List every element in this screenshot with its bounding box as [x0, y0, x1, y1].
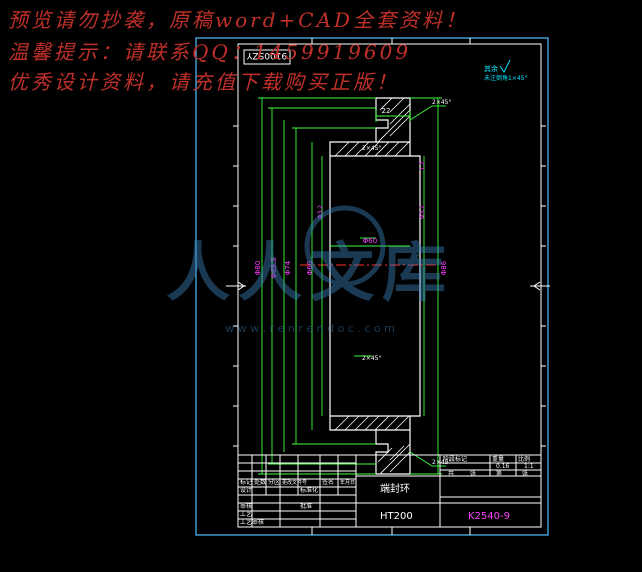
drawing-number-box: 9100SZY [246, 50, 287, 60]
material: HT200 [380, 511, 413, 522]
hatch-top [334, 97, 411, 157]
logo-ring [304, 205, 386, 287]
tb-right-label: 重量 [492, 455, 504, 463]
tb-sheet-label: 张 [470, 469, 476, 477]
tb-col-label: 标记 [240, 478, 252, 486]
part-name: 端封环 [380, 482, 410, 495]
dim-inner-b: Φ3.2 [419, 205, 426, 219]
tb-right-label: 阶段标记 [443, 455, 467, 463]
roughness-note-1: 其余 [484, 64, 498, 73]
part-outline [329, 97, 421, 475]
roughness-note-2: 未注倒角1×45° [484, 74, 527, 82]
drawing-code: K2540-9 [468, 511, 510, 522]
watermark-line-1: 预览请勿抄袭，原稿word+CAD全套资料！ [8, 8, 469, 32]
tb-col-label: 年月日 [340, 479, 355, 486]
dim-diameter-right: Φ86 [440, 260, 448, 275]
title-block-lines [237, 454, 542, 528]
tb-col-label: 分区 [268, 478, 280, 486]
tb-std-label: 标准化 [300, 486, 318, 494]
tb-scale-value: 1:1 [524, 463, 534, 470]
dim-diameter-left1: Φ80 [254, 261, 262, 275]
tb-row-label: 工艺审核 [240, 518, 264, 526]
tb-approve-label: 批准 [300, 502, 312, 510]
dim-chamfer-right-top: 2×45° [432, 99, 451, 106]
dim-inner-c: 1.2 [419, 161, 426, 171]
dim-bore: Φ60 [363, 237, 377, 245]
tb-col-label: 更改文件号 [282, 479, 307, 486]
tb-sheet-label: 第 [496, 469, 502, 477]
dim-diameter-left2: Φ69.5 [270, 257, 278, 278]
dim-top-width: 22 [382, 107, 391, 115]
watermark-line-2: 温馨提示：请联系QQ：1459919609 [8, 40, 412, 64]
drawing-number-frame [243, 49, 291, 65]
tb-sheet-label: 张 [522, 469, 528, 477]
dim-chamfer-bottom: 2×45° [362, 355, 381, 362]
watermark-line-3: 优秀设计资料，请充值下载购买正版！ [8, 70, 399, 94]
hatch-bottom [334, 415, 411, 475]
tb-row-label: 审核 [240, 502, 252, 510]
site-logo-watermark: 人人文库 w w w . r e n r e n d o c . c o m [166, 205, 454, 335]
tb-weight-value: 0.16 [496, 463, 510, 470]
zone-ticks [233, 38, 546, 535]
dimension-lines [258, 97, 446, 475]
dim-diameter-mid: Φ60 [306, 261, 314, 275]
dim-inner-a: Φ3.2 [317, 205, 324, 219]
site-logo-text: 人人文库 [166, 237, 454, 311]
tb-col-label: 签名 [322, 478, 334, 486]
centering-marks [226, 281, 550, 291]
tb-row-label: 设计 [240, 486, 252, 494]
tb-col-label: 处数 [254, 478, 266, 486]
title-block-col-labels: 标记 处数 分区 更改文件号 签名 年月日 设计 审核 工艺 工艺审核 标准化 … [240, 455, 534, 526]
site-url-text: w w w . r e n r e n d o c . c o m [225, 322, 395, 335]
dim-diameter-left3: Φ74 [284, 260, 292, 275]
tb-row-label: 工艺 [240, 510, 252, 518]
dim-chamfer-top: 2×45° [362, 145, 381, 152]
tb-right-label: 比例 [518, 455, 530, 463]
tb-sheet-label: 共 [448, 469, 454, 477]
roughness-symbol [499, 59, 511, 73]
